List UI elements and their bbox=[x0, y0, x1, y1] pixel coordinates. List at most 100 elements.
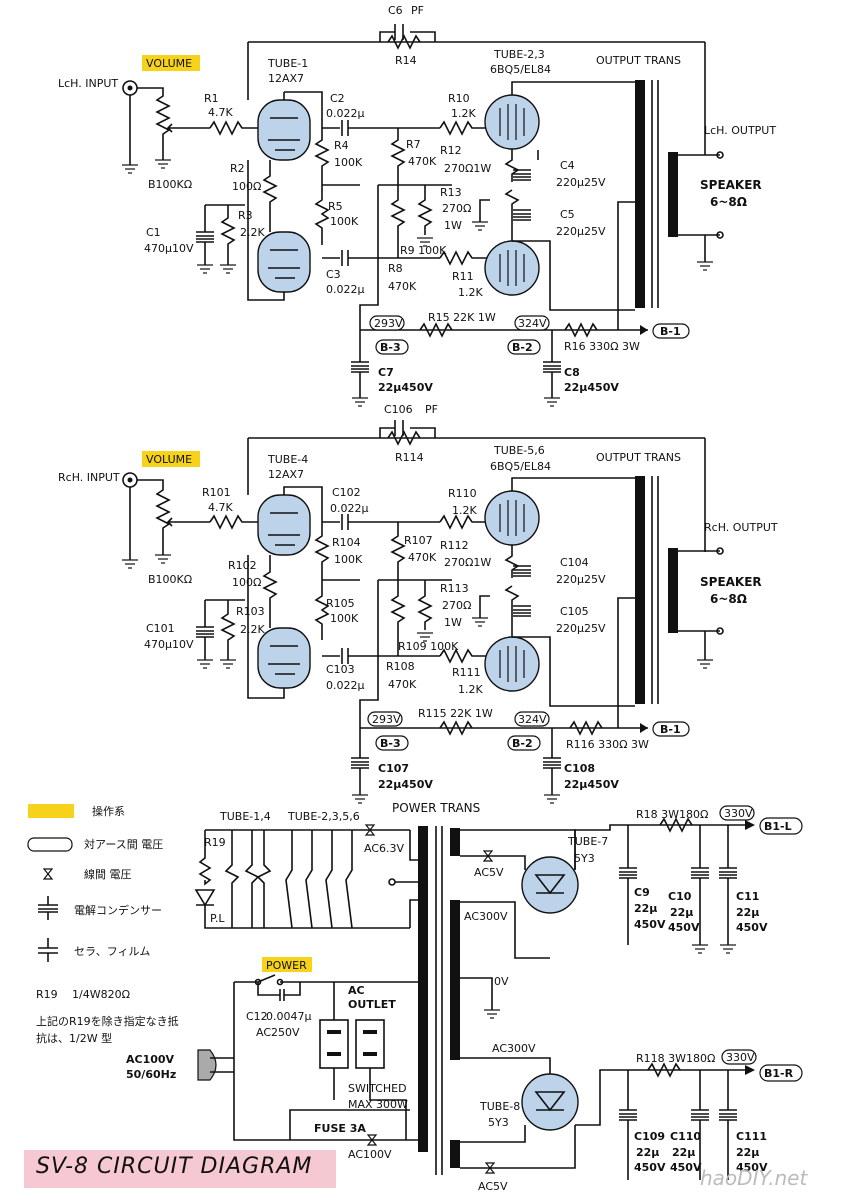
b1l-tag: B1-L bbox=[764, 820, 792, 833]
r5-label: R5 bbox=[328, 200, 343, 213]
r111-label: R111 bbox=[452, 666, 481, 679]
c10-cap: 22μ bbox=[670, 906, 693, 919]
v330a-label: 330V bbox=[724, 807, 753, 820]
b2-tag-left: B-2 bbox=[512, 341, 533, 354]
r9-label: R9 100K bbox=[400, 244, 447, 257]
r105-value: 100K bbox=[330, 612, 359, 625]
power-switch-label: POWER bbox=[266, 959, 307, 972]
c9-label: C9 bbox=[634, 886, 650, 899]
c1-value: 470μ10V bbox=[144, 242, 194, 255]
c7-value: 22μ450V bbox=[378, 381, 433, 394]
b2-tag-right: B-2 bbox=[512, 737, 533, 750]
c12-value: 0.0047μ bbox=[266, 1010, 312, 1023]
r11-label: R11 bbox=[452, 270, 474, 283]
v324-left: 324V bbox=[518, 317, 547, 330]
c8-label: C8 bbox=[564, 366, 580, 379]
r19-label: R19 bbox=[204, 836, 226, 849]
c9-cap: 22μ bbox=[634, 902, 657, 915]
r13-label: R13 bbox=[440, 186, 462, 199]
r113-watt: 1W bbox=[444, 616, 462, 629]
r112-label: R112 bbox=[440, 539, 469, 552]
ac300a-label: AC300V bbox=[464, 910, 508, 923]
hz-label: 50/60Hz bbox=[126, 1068, 176, 1081]
right-channel: C106 PF R114 RcH. INPUT VOLUME B100KΩ R1… bbox=[58, 403, 778, 804]
c110-label: C110 bbox=[670, 1130, 701, 1143]
c111-cap: 22μ bbox=[736, 1146, 759, 1159]
c6-label: C6 bbox=[388, 4, 403, 17]
c111-label: C111 bbox=[736, 1130, 767, 1143]
c111-volt: 450V bbox=[736, 1161, 768, 1174]
fuse-label: FUSE 3A bbox=[314, 1122, 366, 1135]
output-trans-label-right: OUTPUT TRANS bbox=[596, 451, 681, 464]
c1-label: C1 bbox=[146, 226, 161, 239]
max300-label: MAX 300W bbox=[348, 1098, 408, 1111]
c4-label: C4 bbox=[560, 159, 575, 172]
tube8-type: 5Y3 bbox=[488, 1116, 509, 1129]
c11-cap: 22μ bbox=[736, 906, 759, 919]
c4-value: 220μ25V bbox=[556, 176, 606, 189]
ac300b-label: AC300V bbox=[492, 1042, 536, 1055]
r110-label: R110 bbox=[448, 487, 477, 500]
r16-label: R16 330Ω 3W bbox=[564, 340, 640, 353]
r11-value: 1.2K bbox=[458, 286, 483, 299]
c10-label: C10 bbox=[668, 890, 692, 903]
legend-r19-value: 1/4W820Ω bbox=[72, 988, 130, 1001]
tube8-label: TUBE-8 bbox=[479, 1100, 520, 1113]
r13-watt: 1W bbox=[444, 219, 462, 232]
c3-label: C3 bbox=[326, 268, 341, 281]
c108-value: 22μ450V bbox=[564, 778, 619, 791]
c106-pf-label: PF bbox=[425, 403, 438, 416]
tube23-type: 6BQ5/EL84 bbox=[490, 63, 551, 76]
r103-label: R103 bbox=[236, 605, 265, 618]
c109-cap: 22μ bbox=[636, 1146, 659, 1159]
r115-label: R115 22K 1W bbox=[418, 707, 493, 720]
r101-label: R101 bbox=[202, 486, 231, 499]
r113-value: 270Ω bbox=[442, 599, 471, 612]
r8-value: 470K bbox=[388, 280, 417, 293]
lch-output-label: LcH. OUTPUT bbox=[704, 124, 776, 137]
pot-label-right: B100KΩ bbox=[148, 573, 192, 586]
ac5v-a-label: AC5V bbox=[474, 866, 504, 879]
r111-value: 1.2K bbox=[458, 683, 483, 696]
tube23-label: TUBE-2,3 bbox=[493, 48, 545, 61]
c10-volt: 450V bbox=[668, 921, 700, 934]
r12-label: R12 bbox=[440, 144, 462, 157]
r15-label: R15 22K 1W bbox=[428, 311, 496, 324]
r13-value: 270Ω bbox=[442, 202, 471, 215]
b1-tag-right: B-1 bbox=[660, 723, 681, 736]
heaters-14-label: TUBE-1,4 bbox=[219, 810, 271, 823]
r110-value: 1.2K bbox=[452, 504, 477, 517]
diagram-title: SV-8 CIRCUIT DIAGRAM bbox=[36, 1154, 313, 1179]
switched-label: SWITCHED bbox=[348, 1082, 407, 1095]
c11-label: C11 bbox=[736, 890, 759, 903]
ac100b-label: AC100V bbox=[348, 1148, 392, 1161]
c109-label: C109 bbox=[634, 1130, 665, 1143]
r18-label: R18 3W180Ω bbox=[636, 808, 708, 821]
v293-right: 293V bbox=[372, 713, 401, 726]
volume-label-left: VOLUME bbox=[146, 57, 192, 70]
c12-rating: AC250V bbox=[256, 1026, 300, 1039]
r3-value: 2.2K bbox=[240, 226, 265, 239]
c104-label: C104 bbox=[560, 556, 589, 569]
speaker-imp-left: 6~8Ω bbox=[710, 195, 747, 209]
b1r-tag: B1-R bbox=[764, 1067, 794, 1080]
zero-volt-label: 0V bbox=[494, 975, 509, 988]
r1-label: R1 bbox=[204, 92, 219, 105]
c107-label: C107 bbox=[378, 762, 409, 775]
r108-label: R108 bbox=[386, 660, 415, 673]
r2-value: 100Ω bbox=[232, 180, 261, 193]
left-channel: C6 PF R14 LcH. INPUT VOLUME B100KΩ R1 4.… bbox=[58, 4, 776, 407]
legend-ground-voltage: 対アース間 電圧 bbox=[84, 837, 163, 851]
r113-label: R113 bbox=[440, 582, 469, 595]
heaters-2356-label: TUBE-2,3,5,6 bbox=[287, 810, 360, 823]
volume-label-right: VOLUME bbox=[146, 453, 192, 466]
r3-label: R3 bbox=[238, 209, 253, 222]
rch-output-label: RcH. OUTPUT bbox=[704, 521, 778, 534]
pl-label: P.L bbox=[210, 912, 225, 925]
pot-label-left: B100KΩ bbox=[148, 178, 192, 191]
c109-volt: 450V bbox=[634, 1161, 666, 1174]
r1-value: 4.7K bbox=[208, 106, 233, 119]
v330b-label: 330V bbox=[726, 1051, 755, 1064]
c107-value: 22μ450V bbox=[378, 778, 433, 791]
